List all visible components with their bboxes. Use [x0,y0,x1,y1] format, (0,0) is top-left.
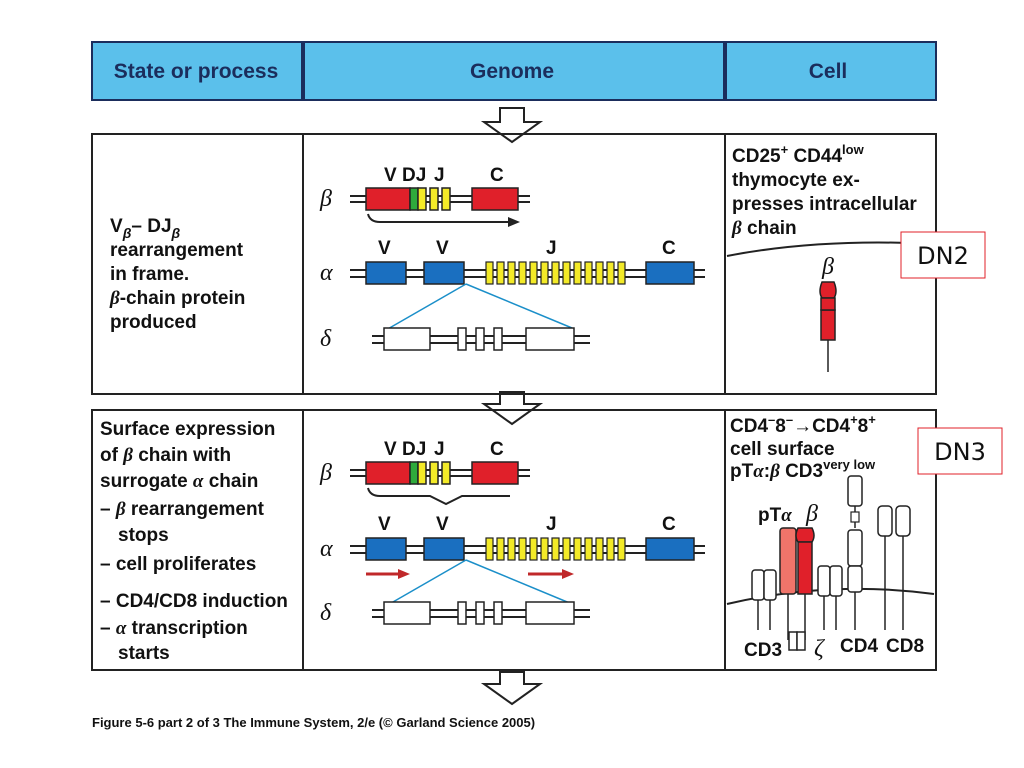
j-segment [518,537,527,561]
j-segment [485,537,494,561]
j-segment [540,537,549,561]
panel-2: Surface expression of β chain with surro… [91,409,937,671]
svg-text:V: V [384,165,397,186]
svg-text:pTα:β CD3very low: pTα:β CD3very low [730,457,876,482]
svg-text:starts: starts [118,643,170,664]
svg-text:ζ: ζ [814,636,826,662]
svg-text:J: J [546,238,557,259]
panel-2-cell: CD4–8–→CD4+8+ cell surface pTα:β CD3very… [726,412,935,662]
panel-2-genome: β V DJ J C α V V J C [319,439,705,626]
j-segment [507,261,516,285]
svg-text:β-chain protein: β-chain protein [109,288,245,309]
svg-text:C: C [490,439,504,460]
svg-text:produced: produced [110,312,197,333]
j-segment [584,261,593,285]
svg-text:– β rearrangement: – β rearrangement [100,499,265,520]
header-row: State or process Genome Cell [91,41,937,101]
svg-text:pTα: pTα [758,505,792,526]
svg-text:V: V [378,238,391,259]
panel-1-process-text: Vβ– DJβ rearrangement in frame. β-chain … [109,216,245,333]
svg-text:thymocyte ex-: thymocyte ex- [732,170,860,191]
svg-text:surrogate α chain: surrogate α chain [100,471,258,492]
svg-text:DN2: DN2 [917,242,969,270]
svg-text:cell surface: cell surface [730,439,835,460]
svg-text:V: V [436,514,449,535]
svg-text:C: C [662,238,676,259]
figure-caption: Figure 5-6 part 2 of 3 The Immune System… [92,715,535,730]
svg-text:of β chain with: of β chain with [100,445,231,466]
panel-1-genome: β V DJ J C α V V J C [319,165,705,352]
svg-text:α: α [320,536,333,562]
panel-1: Vβ– DJβ rearrangement in frame. β-chain … [91,133,937,395]
j-segment [540,261,549,285]
down-arrow-2 [480,391,544,426]
svg-text:C: C [662,514,676,535]
svg-text:C: C [490,165,504,186]
alpha-locus-label: α [320,260,333,286]
header-state-or-process: State or process [114,60,279,83]
j-segment [518,261,527,285]
svg-text:Surface expression: Surface expression [100,419,275,440]
svg-text:CD4: CD4 [840,636,878,657]
delta-locus-label: δ [320,326,332,352]
svg-text:in frame.: in frame. [110,264,189,285]
j-segment [529,261,538,285]
header-cell: Cell [809,60,848,83]
svg-text:CD25+ CD44low: CD25+ CD44low [732,142,865,167]
svg-text:– CD4/CD8 induction: – CD4/CD8 induction [100,591,288,612]
svg-text:β: β [319,460,332,486]
j-segment [562,537,571,561]
beta-locus-label: β [319,186,332,212]
svg-text:stops: stops [118,525,169,546]
j-segment [595,537,604,561]
j-segment [562,261,571,285]
j-segment [584,537,593,561]
svg-text:β: β [805,501,818,527]
j-segment [573,261,582,285]
svg-text:J: J [434,439,445,460]
svg-text:β: β [821,254,834,280]
svg-text:J: J [434,165,445,186]
svg-text:δ: δ [320,600,332,626]
dn2-tag: DN2 [900,231,986,279]
panel-2-process-text: Surface expression of β chain with surro… [100,419,288,664]
j-segment [496,261,505,285]
j-segment [551,261,560,285]
svg-text:– cell proliferates: – cell proliferates [100,554,256,575]
svg-text:CD8: CD8 [886,636,924,657]
j-segment [485,261,494,285]
svg-text:DJ: DJ [402,165,426,186]
j-segment [529,537,538,561]
svg-text:V: V [384,439,397,460]
j-segment [617,537,626,561]
j-segment [573,537,582,561]
svg-text:DJ: DJ [402,439,426,460]
down-arrow-3 [480,671,544,706]
svg-text:CD3: CD3 [744,640,782,661]
svg-text:– α transcription: – α transcription [100,618,248,639]
j-segment [551,537,560,561]
j-segment [507,537,516,561]
svg-text:rearrangement: rearrangement [110,240,244,261]
svg-text:CD4–8–→CD4+8+: CD4–8–→CD4+8+ [730,412,876,437]
svg-text:Vβ– DJβ: Vβ– DJβ [110,216,181,241]
dn3-tag: DN3 [917,427,1003,475]
svg-text:J: J [546,514,557,535]
svg-text:DN3: DN3 [934,438,986,466]
j-segment [606,261,615,285]
header-genome: Genome [470,60,554,83]
svg-text:V: V [378,514,391,535]
svg-text:presses intracellular: presses intracellular [732,194,917,215]
j-segment [617,261,626,285]
panel-1-cell: CD25+ CD44low thymocyte ex- presses intr… [726,142,935,372]
j-segment [496,537,505,561]
j-segment [606,537,615,561]
svg-text:V: V [436,238,449,259]
down-arrow-1 [480,107,544,144]
svg-text:β chain: β chain [731,218,797,239]
j-segment [595,261,604,285]
